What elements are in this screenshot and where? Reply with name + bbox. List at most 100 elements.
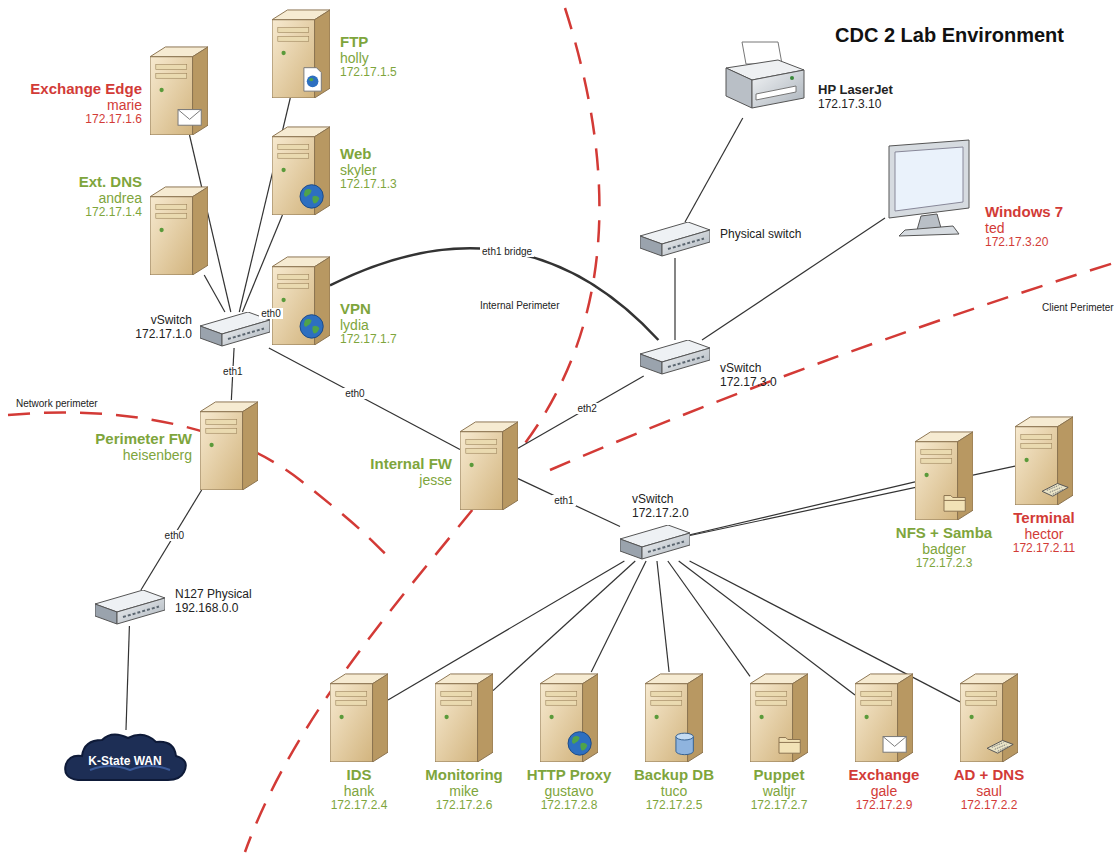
kbd-badge <box>1042 483 1068 496</box>
server-icon: Exchangegale172.17.2.9 <box>855 672 913 762</box>
host-name: hector <box>1013 526 1076 542</box>
node-detail: 172.17.2.8 <box>527 799 612 813</box>
host-name: skyler <box>340 162 397 178</box>
node-detail: 172.17.2.7 <box>751 799 808 813</box>
node-text: Perimeter FWheisenberg <box>95 430 192 463</box>
workstation-icon: Windows 7ted172.17.3.20 <box>885 138 975 238</box>
node-detail: 172.17.1.7 <box>340 333 397 347</box>
icon-graphic <box>272 8 330 98</box>
node-title: Exchange <box>849 766 920 783</box>
icon-graphic <box>640 340 710 376</box>
node-detail: 172.17.2.3 <box>896 557 992 571</box>
node-text: Internal FWjesse <box>370 455 452 488</box>
host-name: gustavo <box>527 783 612 799</box>
server-icon: Ext. DNSandrea172.17.1.4 <box>150 185 208 275</box>
icon-shape <box>65 734 186 780</box>
switch-icon: N127 Physical192.168.0.0 <box>95 590 165 626</box>
icon-shape <box>435 674 493 762</box>
node-title: HP LaserJet <box>818 83 893 98</box>
globe-badge <box>568 732 591 755</box>
icon-graphic <box>960 672 1018 762</box>
icon-graphic <box>200 400 258 490</box>
node-text: HTTP Proxygustavo172.17.2.8 <box>527 766 612 813</box>
node-text: Windows 7ted172.17.3.20 <box>985 203 1063 250</box>
switch-icon: vSwitch172.17.2.0 <box>620 525 690 561</box>
server-icon: Monitoringmike172.17.2.6 <box>435 672 493 762</box>
host-name: tuco <box>634 783 714 799</box>
node-text: Physical switch <box>720 228 801 242</box>
icon-graphic <box>645 672 703 762</box>
host-name: saul <box>954 783 1024 799</box>
network-link <box>204 275 225 312</box>
interface-label: eth0 <box>259 308 282 319</box>
network-link <box>518 376 644 448</box>
network-link <box>591 561 646 672</box>
node-text: Exchange Edgemarie172.17.1.6 <box>30 80 142 127</box>
node-title: Windows 7 <box>985 203 1063 220</box>
icon-graphic <box>750 672 808 762</box>
icon-shape <box>640 222 710 256</box>
node-text: K-State WAN <box>88 755 161 769</box>
node-title: vSwitch <box>135 314 192 328</box>
icon-graphic <box>620 525 690 561</box>
host-name: mike <box>425 783 502 799</box>
host-name: waltjr <box>751 783 808 799</box>
icon-shape <box>750 674 808 762</box>
node-text: FTPholly172.17.1.5 <box>340 33 397 80</box>
node-title: N127 Physical <box>175 588 252 602</box>
icon-graphic <box>722 38 808 118</box>
interface-label: eth0 <box>343 388 366 399</box>
icon-graphic <box>435 672 493 762</box>
kbd-badge <box>987 740 1013 753</box>
network-link <box>141 490 202 590</box>
server-icon: IDShank172.17.2.4 <box>330 672 388 762</box>
icon-graphic <box>150 185 208 275</box>
interface-label: eth2 <box>575 403 598 414</box>
node-detail: 172.17.2.4 <box>331 799 388 813</box>
icon-shape <box>855 674 913 762</box>
host-name: gale <box>849 783 920 799</box>
network-link <box>330 248 658 340</box>
icon-graphic <box>540 672 598 762</box>
node-text: vSwitch172.17.1.0 <box>135 314 192 342</box>
node-text: NFS + Sambabadger172.17.2.3 <box>896 524 992 571</box>
icon-graphic <box>460 420 518 510</box>
db-badge <box>676 733 693 755</box>
node-detail: 172.17.1.4 <box>79 206 142 220</box>
icon-shape <box>1015 417 1073 505</box>
icon-shape <box>150 47 208 135</box>
node-text: Puppetwaltjr172.17.2.7 <box>751 766 808 813</box>
node-title: VPN <box>340 300 397 317</box>
icon-shape <box>200 402 258 490</box>
icon-shape <box>150 187 208 275</box>
node-text: Webskyler172.17.1.3 <box>340 145 397 192</box>
icon-shape <box>330 674 388 762</box>
interface-label: eth1 <box>552 495 575 506</box>
server-icon: Backup DBtuco172.17.2.5 <box>645 672 703 762</box>
interface-label: eth0 <box>163 530 186 541</box>
node-title: Ext. DNS <box>79 173 142 190</box>
icon-graphic <box>640 222 710 258</box>
doc-badge <box>304 68 321 91</box>
host-name: marie <box>30 97 142 113</box>
node-title: IDS <box>331 766 388 783</box>
host-name: ted <box>985 220 1063 236</box>
node-title: vSwitch <box>632 493 689 507</box>
server-icon: Terminalhector172.17.2.11 <box>1015 415 1073 505</box>
icon-graphic <box>272 125 330 215</box>
node-text: vSwitch172.17.3.0 <box>720 362 777 390</box>
globe-badge <box>300 315 323 338</box>
node-title: Internal FW <box>370 455 452 472</box>
node-detail: 172.17.1.0 <box>135 328 192 342</box>
perimeter-label: Client Perimeter <box>1040 302 1116 313</box>
network-link <box>702 218 885 340</box>
icon-shape <box>620 525 690 559</box>
icon-shape <box>960 674 1018 762</box>
node-title: vSwitch <box>720 362 777 376</box>
perimeter-label: Internal Perimeter <box>478 300 561 311</box>
node-title: FTP <box>340 33 397 50</box>
node-title: AD + DNS <box>954 766 1024 783</box>
server-icon: FTPholly172.17.1.5 <box>272 8 330 98</box>
node-title: K-State WAN <box>88 755 161 769</box>
